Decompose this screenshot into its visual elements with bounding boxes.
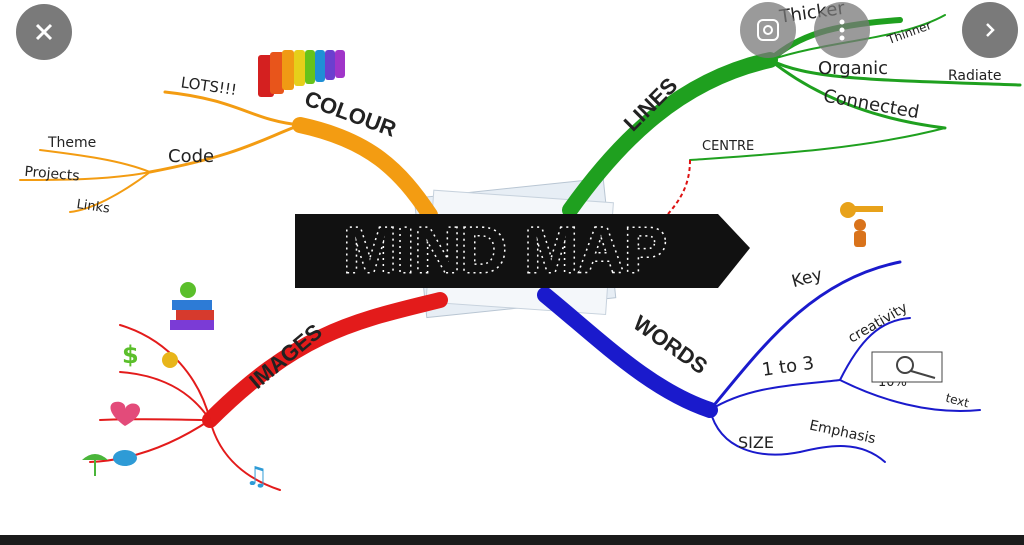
- more-icon: [839, 19, 845, 41]
- leaf-key: Key: [790, 265, 825, 292]
- music-note-icon: ♫: [245, 462, 268, 492]
- leaf-creativity: creativity: [846, 300, 911, 347]
- close-icon: [35, 23, 53, 41]
- title-banner: MIND MAP: [295, 213, 750, 288]
- leaf-radiate: Radiate: [948, 68, 1001, 84]
- key-person-icon: [840, 202, 883, 247]
- colour-branch: [19, 90, 438, 223]
- magnifier-paper-icon: [871, 351, 943, 383]
- leaf-1-to-3: 1 to 3: [761, 353, 816, 381]
- paint-cans-icon: [258, 50, 345, 97]
- heart-icon: [110, 401, 141, 426]
- lens-icon: [757, 19, 779, 41]
- svg-text:$: $: [122, 341, 139, 369]
- branch-label-images: IMAGES: [244, 319, 327, 394]
- books-apple-icon: [170, 282, 214, 330]
- leaf-text: text: [944, 391, 971, 411]
- leaf-theme: Theme: [47, 135, 96, 151]
- page-title: MIND MAP: [343, 214, 667, 286]
- more-button[interactable]: [814, 2, 870, 58]
- centre-link: [667, 159, 691, 215]
- leaf-organic: Organic: [818, 58, 888, 79]
- leaf-emphasis: Emphasis: [808, 418, 877, 448]
- leaf-code: Code: [168, 146, 214, 167]
- leaf-connected: Connected: [822, 86, 921, 124]
- leaf-projects: Projects: [24, 164, 80, 185]
- leaf-links: Links: [76, 197, 111, 217]
- leaf-size: SIZE: [738, 433, 774, 452]
- money-icon: $: [122, 341, 178, 369]
- leaf-centre: CENTRE: [702, 139, 754, 154]
- chevron-right-icon: [986, 23, 995, 37]
- bottom-bar: [0, 535, 1024, 545]
- words-branch: [537, 260, 981, 463]
- weather-icon: [82, 450, 137, 476]
- lens-button[interactable]: [740, 2, 796, 58]
- next-button[interactable]: [962, 2, 1018, 58]
- svg-text:♫: ♫: [245, 462, 268, 492]
- close-button[interactable]: [16, 4, 72, 60]
- images-branch: [89, 292, 448, 491]
